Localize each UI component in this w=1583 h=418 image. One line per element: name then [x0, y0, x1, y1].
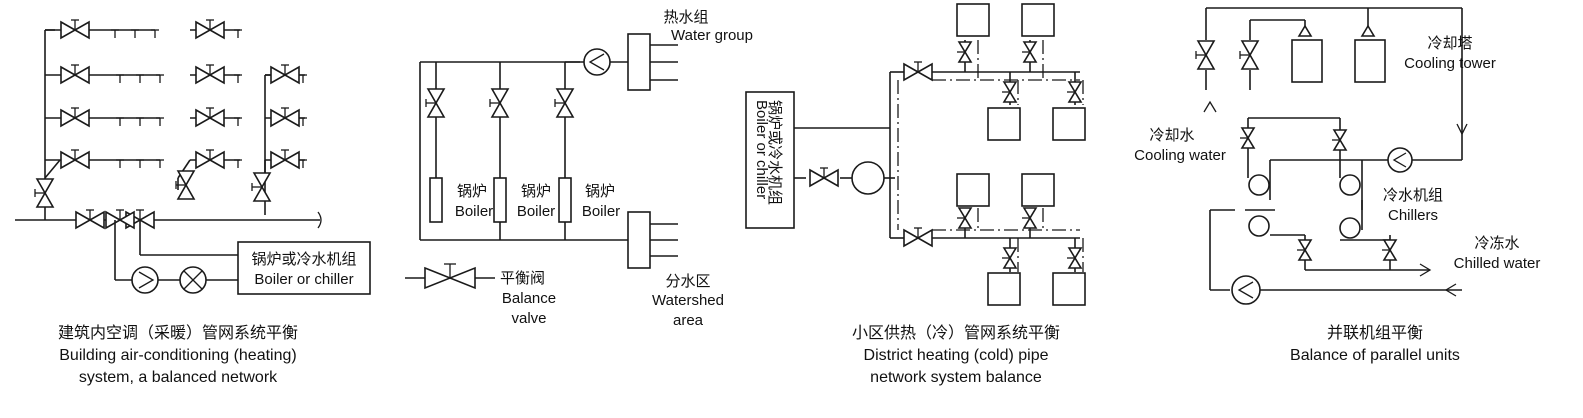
boiler-2-en: Boiler — [517, 203, 555, 220]
zone-valve-icon — [903, 227, 933, 247]
terminal-unit — [1021, 3, 1055, 37]
box-label-cn: 锅炉或冷水机组 — [766, 100, 783, 205]
chiller-valve-icon — [1331, 129, 1347, 151]
balance-valve-icon — [60, 149, 90, 169]
caption-en-1: District heating (cold) pipe — [864, 347, 1049, 364]
caption-en: Balance of parallel units — [1290, 347, 1460, 364]
balance-valve-icon — [195, 149, 225, 169]
caption-cn: 小区供热（冷）管网系统平衡 — [852, 324, 1060, 342]
terminal-unit — [1052, 107, 1086, 141]
boiler-1-en: Boiler — [455, 203, 493, 220]
terminal-unit — [987, 107, 1021, 141]
balance-valve-en-1: Balance — [502, 290, 556, 307]
watershed-en-2: area — [673, 312, 704, 329]
riser-valve-icon — [175, 170, 195, 200]
chillers-en: Chillers — [1388, 207, 1438, 224]
balance-valve-icon — [270, 64, 300, 84]
chilled-water-cn: 冷冻水 — [1474, 234, 1519, 252]
water-group-cn: 热水组 — [663, 9, 708, 26]
box-label-en: Boiler or chiller — [753, 100, 770, 199]
main-valve-icon — [809, 167, 839, 187]
water-group-en: Water group — [671, 27, 753, 44]
terminal-unit — [987, 272, 1021, 306]
diagram-water-group: 热水组 Water group 锅炉 Boiler 锅炉 Boiler 锅炉 B… — [405, 9, 753, 329]
cooling-water-en: Cooling water — [1134, 147, 1226, 164]
boiler-2-cn: 锅炉 — [521, 183, 551, 200]
balance-valve-icon — [60, 64, 90, 84]
balance-valve-cn: 平衡阀 — [500, 270, 545, 287]
terminal-stubs — [110, 29, 308, 169]
chilled-water-en: Chilled water — [1454, 255, 1541, 272]
balance-valve-en-2: valve — [511, 310, 546, 327]
cooling-tower-en: Cooling tower — [1404, 55, 1496, 72]
pump-icon — [851, 161, 885, 195]
branch-valve-icon — [554, 88, 574, 118]
diagram-district-network: 锅炉或冷水机组 Boiler or chiller — [745, 3, 1086, 386]
boiler-chiller-box — [237, 241, 371, 295]
cooling-water-cn: 冷却水 — [1149, 127, 1194, 144]
main-valve-icon — [105, 209, 135, 229]
chilled-pump-icon — [1231, 275, 1261, 305]
cooling-valve-icon — [1239, 40, 1259, 70]
caption-en-2: network system balance — [870, 369, 1042, 386]
boiler-unit — [493, 177, 507, 223]
terminal-unit — [956, 173, 990, 207]
diagram-building-network: 锅炉或冷水机组 Boiler or chiller 建筑内空调（采暖）管网系统平… — [15, 19, 371, 386]
branch-valve-icon — [425, 88, 445, 118]
branch-valve-icon — [489, 88, 509, 118]
balance-valve-icon — [270, 107, 300, 127]
balance-valve-icon — [195, 107, 225, 127]
cooling-tower-cn: 冷却塔 — [1427, 35, 1472, 52]
watershed-en-1: Watershed — [652, 292, 724, 309]
terminal-unit — [1052, 272, 1086, 306]
boiler-3-cn: 锅炉 — [585, 183, 615, 200]
water-group-header — [627, 33, 651, 91]
caption-cn: 并联机组平衡 — [1327, 324, 1423, 342]
pump-icon — [1387, 147, 1413, 173]
balance-valve-icon — [60, 19, 90, 39]
riser-valve-icon — [34, 178, 54, 208]
balance-valve-icon — [195, 19, 225, 39]
unit-valve-icon — [1381, 239, 1397, 261]
balance-valve-legend — [405, 263, 495, 290]
diagram-parallel-units: 冷却塔 Cooling tower 冷却水 Cooling water — [1134, 7, 1541, 364]
caption-en-2: system, a balanced network — [79, 369, 278, 386]
riser-valve-icon — [251, 172, 271, 202]
balance-valve-icon — [195, 64, 225, 84]
cooling-tower-unit — [1291, 39, 1323, 83]
unit-valve-icon — [1296, 239, 1312, 261]
caption-en-1: Building air-conditioning (heating) — [59, 347, 296, 364]
boiler-unit — [558, 177, 572, 223]
zone-valve-icon — [903, 61, 933, 81]
terminal-unit — [1021, 173, 1055, 207]
boiler-1-cn: 锅炉 — [457, 183, 487, 200]
balance-valve-icon — [60, 107, 90, 127]
boiler-chiller-en: Boiler or chiller — [254, 271, 353, 288]
cooling-valve-icon — [1195, 40, 1215, 70]
boiler-unit — [429, 177, 443, 223]
boiler-3-en: Boiler — [582, 203, 620, 220]
chiller-valve-icon — [1239, 127, 1255, 149]
branch-rows — [45, 29, 305, 161]
main-valve-icon — [75, 209, 105, 229]
boiler-chiller-box — [745, 91, 795, 229]
chillers-cn: 冷水机组 — [1383, 187, 1443, 204]
balance-valve-icon — [270, 149, 300, 169]
cooling-tower-unit — [1354, 39, 1386, 83]
terminal-unit — [956, 3, 990, 37]
circulation-pump-icon — [583, 48, 611, 76]
watershed-header — [627, 211, 651, 269]
watershed-cn: 分水区 — [665, 273, 710, 290]
boiler-chiller-cn: 锅炉或冷水机组 — [251, 251, 356, 268]
caption-cn: 建筑内空调（采暖）管网系统平衡 — [58, 324, 298, 342]
